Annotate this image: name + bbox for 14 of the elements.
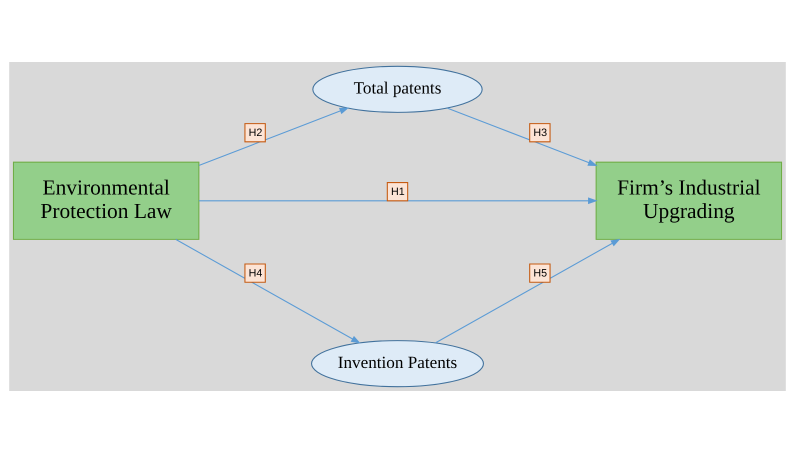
- edge-label: H2: [248, 126, 262, 138]
- node-box: Firm’s Industrial Upgrading: [596, 161, 782, 240]
- node-ellipse: Total patents: [312, 65, 483, 112]
- edge-label: H5: [533, 266, 548, 279]
- edge-label: H3: [533, 126, 548, 138]
- edge-label: H4: [248, 266, 262, 279]
- arrow: [435, 238, 620, 343]
- node-box: Environmental Protection Law: [12, 161, 200, 240]
- arrow: [198, 107, 350, 166]
- arrow: [447, 107, 598, 166]
- edge-label: H1: [391, 185, 405, 198]
- arrow: [198, 196, 598, 204]
- node-ellipse: Invention Patents: [311, 340, 484, 387]
- arrow: [176, 238, 361, 344]
